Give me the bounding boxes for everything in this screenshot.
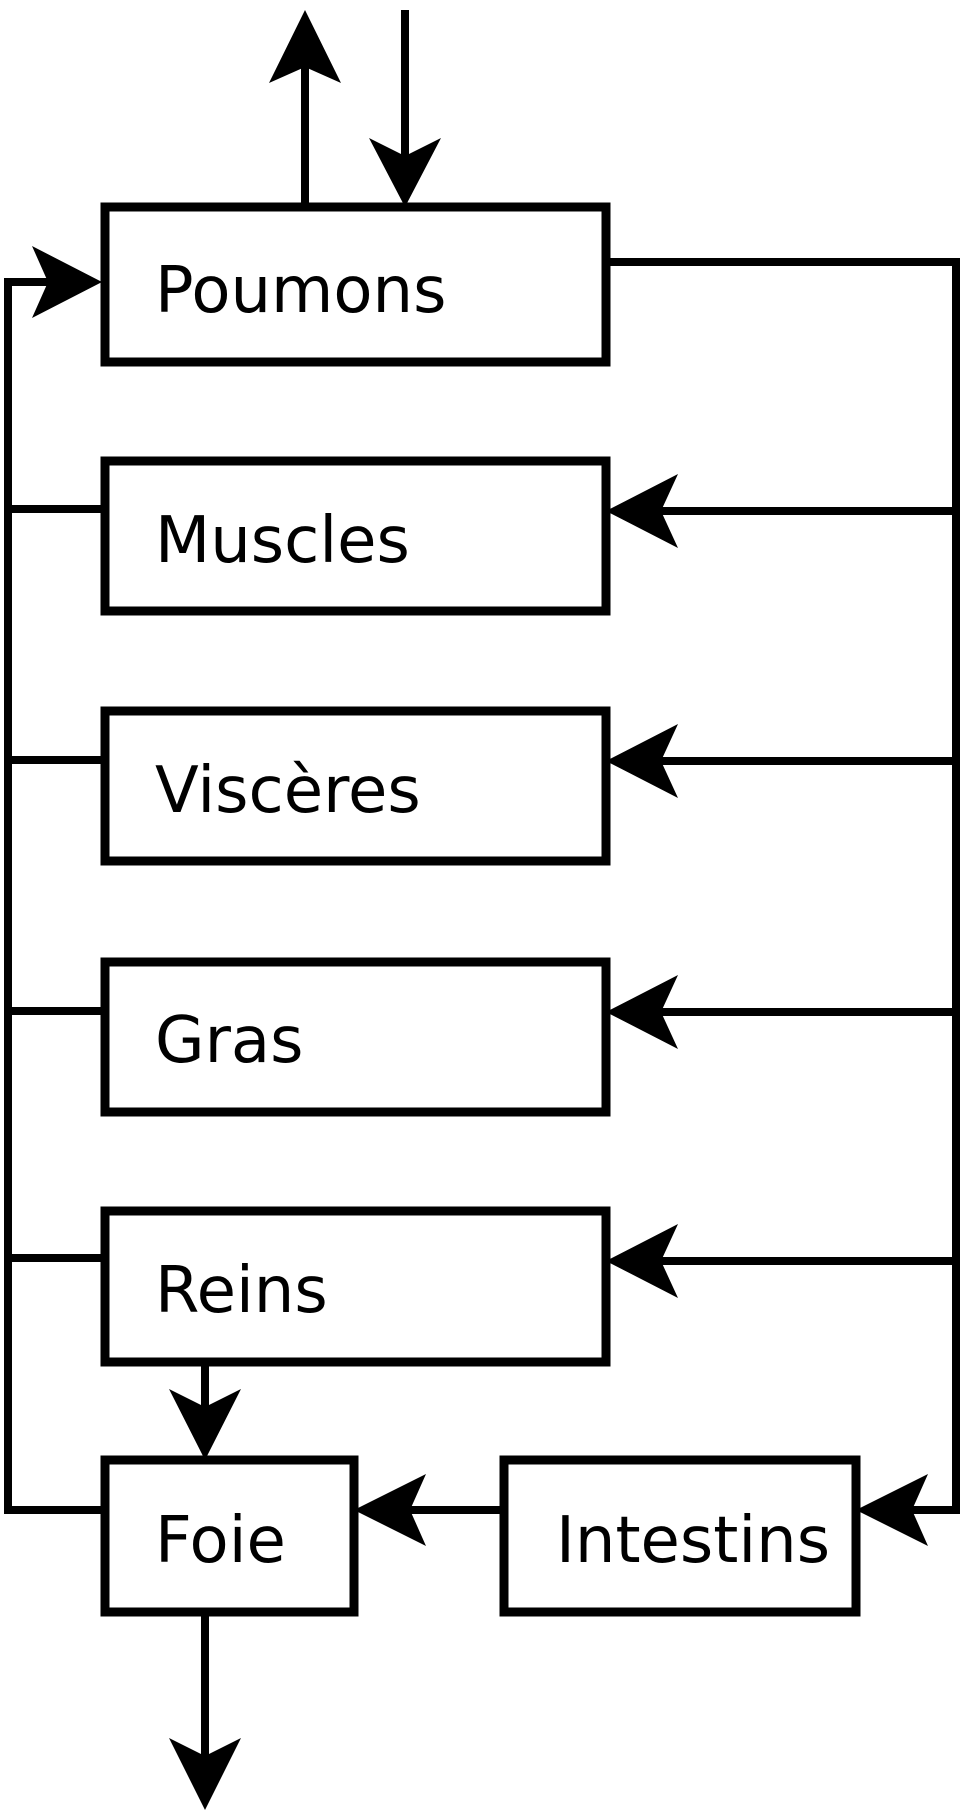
arrowhead-liver-out xyxy=(169,1738,241,1810)
arterial-bus-line xyxy=(606,258,960,1514)
arrowhead-into-liver-from-kidneys xyxy=(169,1389,241,1460)
node-kidneys: Reins xyxy=(100,1206,611,1367)
node-muscles: Muscles xyxy=(100,456,611,616)
viscera-box xyxy=(100,706,611,866)
viscera-label: Viscères xyxy=(155,754,421,828)
arrowhead-up-lungs-out xyxy=(269,10,341,83)
muscles-label: Muscles xyxy=(155,504,410,578)
node-intestines: Intestins xyxy=(499,1455,861,1617)
arrowhead-into-liver-from-intestines xyxy=(354,1474,426,1546)
kidneys-label: Reins xyxy=(155,1254,328,1328)
lungs-box xyxy=(100,202,611,367)
muscles-box xyxy=(100,456,611,616)
node-viscera: Viscères xyxy=(100,706,611,866)
node-lungs: Poumons xyxy=(100,202,611,367)
venous-bus-line xyxy=(4,278,105,1514)
arrowhead-into-muscles xyxy=(606,474,678,548)
arrowhead-into-lungs-left xyxy=(32,246,102,318)
arrowhead-down-into-lungs xyxy=(369,138,441,207)
node-fat: Gras xyxy=(100,957,611,1117)
intestines-label: Intestins xyxy=(556,1504,830,1578)
arrowhead-into-kidneys xyxy=(606,1224,678,1298)
arrowhead-into-fat xyxy=(606,975,678,1049)
node-liver: Foie xyxy=(100,1455,359,1617)
intestines-box xyxy=(499,1455,861,1617)
connector-lines xyxy=(4,10,960,1760)
fat-label: Gras xyxy=(155,1004,303,1078)
liver-label: Foie xyxy=(155,1504,286,1578)
liver-box xyxy=(100,1455,359,1617)
fat-box xyxy=(100,957,611,1117)
lungs-label: Poumons xyxy=(155,254,446,328)
kidneys-box xyxy=(100,1206,611,1367)
arrowhead-into-viscera xyxy=(606,724,678,798)
arrowheads xyxy=(32,10,928,1810)
arrowhead-into-intestines xyxy=(856,1474,928,1546)
